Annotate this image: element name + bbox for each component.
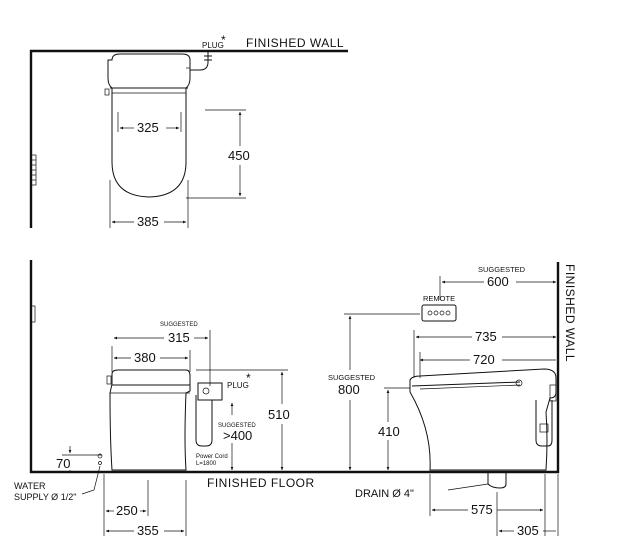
side-wall-line	[29, 260, 560, 474]
dim-70: 70	[56, 456, 70, 471]
dim-315: 315	[168, 330, 190, 345]
side-wall-label: FINISHED WALL	[563, 264, 577, 362]
dim-gt400: >400	[223, 428, 252, 443]
dim-600: 600	[487, 274, 509, 289]
dim-385: 385	[137, 214, 159, 229]
suggested-400-label: SUGGESTED	[218, 423, 256, 429]
dim-250: 250	[116, 503, 138, 518]
suggested-800-label: SUGGESTED	[328, 373, 376, 382]
dim-800: 800	[338, 382, 360, 397]
side-plug-asterisk: *	[246, 371, 251, 385]
dim-575: 575	[471, 502, 493, 517]
dim-510: 510	[268, 407, 290, 422]
dim-305: 305	[517, 523, 539, 538]
top-view: PLUG * FINISHED WALL 325 450 385	[29, 33, 348, 229]
water-supply-size: SUPPLY Ø 1/2"	[14, 492, 76, 502]
drain-label: DRAIN Ø 4"	[355, 488, 414, 500]
dim-720: 720	[473, 352, 495, 367]
side-plug-label: PLUG	[227, 381, 249, 390]
side-view: PLUG * SUGGESTED 315 380 SUGGESTED >400 …	[14, 260, 560, 538]
front-view: REMOTE SUGGESTED 600 FINISHED WALL 735 7…	[328, 264, 577, 538]
dim-735: 735	[475, 329, 497, 344]
dim-380: 380	[134, 350, 156, 365]
dim-450: 450	[228, 148, 250, 163]
dim-410: 410	[378, 424, 400, 439]
suggested-315-label: SUGGESTED	[160, 322, 198, 328]
finished-floor-label: FINISHED FLOOR	[207, 476, 315, 490]
suggested-600-label: SUGGESTED	[478, 265, 526, 274]
dim-355: 355	[137, 523, 159, 538]
remote-control	[421, 304, 457, 322]
top-wall-label: FINISHED WALL	[246, 36, 344, 50]
top-plug-label: PLUG	[202, 41, 224, 50]
top-plug-asterisk: *	[221, 33, 226, 47]
power-cord-label: Power Cord	[196, 454, 228, 460]
water-supply-label: WATER	[14, 481, 46, 491]
toilet-profile-outline	[409, 368, 557, 471]
remote-label: REMOTE	[423, 294, 455, 303]
power-cord-length: L=1800	[196, 461, 217, 467]
dim-325: 325	[137, 120, 159, 135]
